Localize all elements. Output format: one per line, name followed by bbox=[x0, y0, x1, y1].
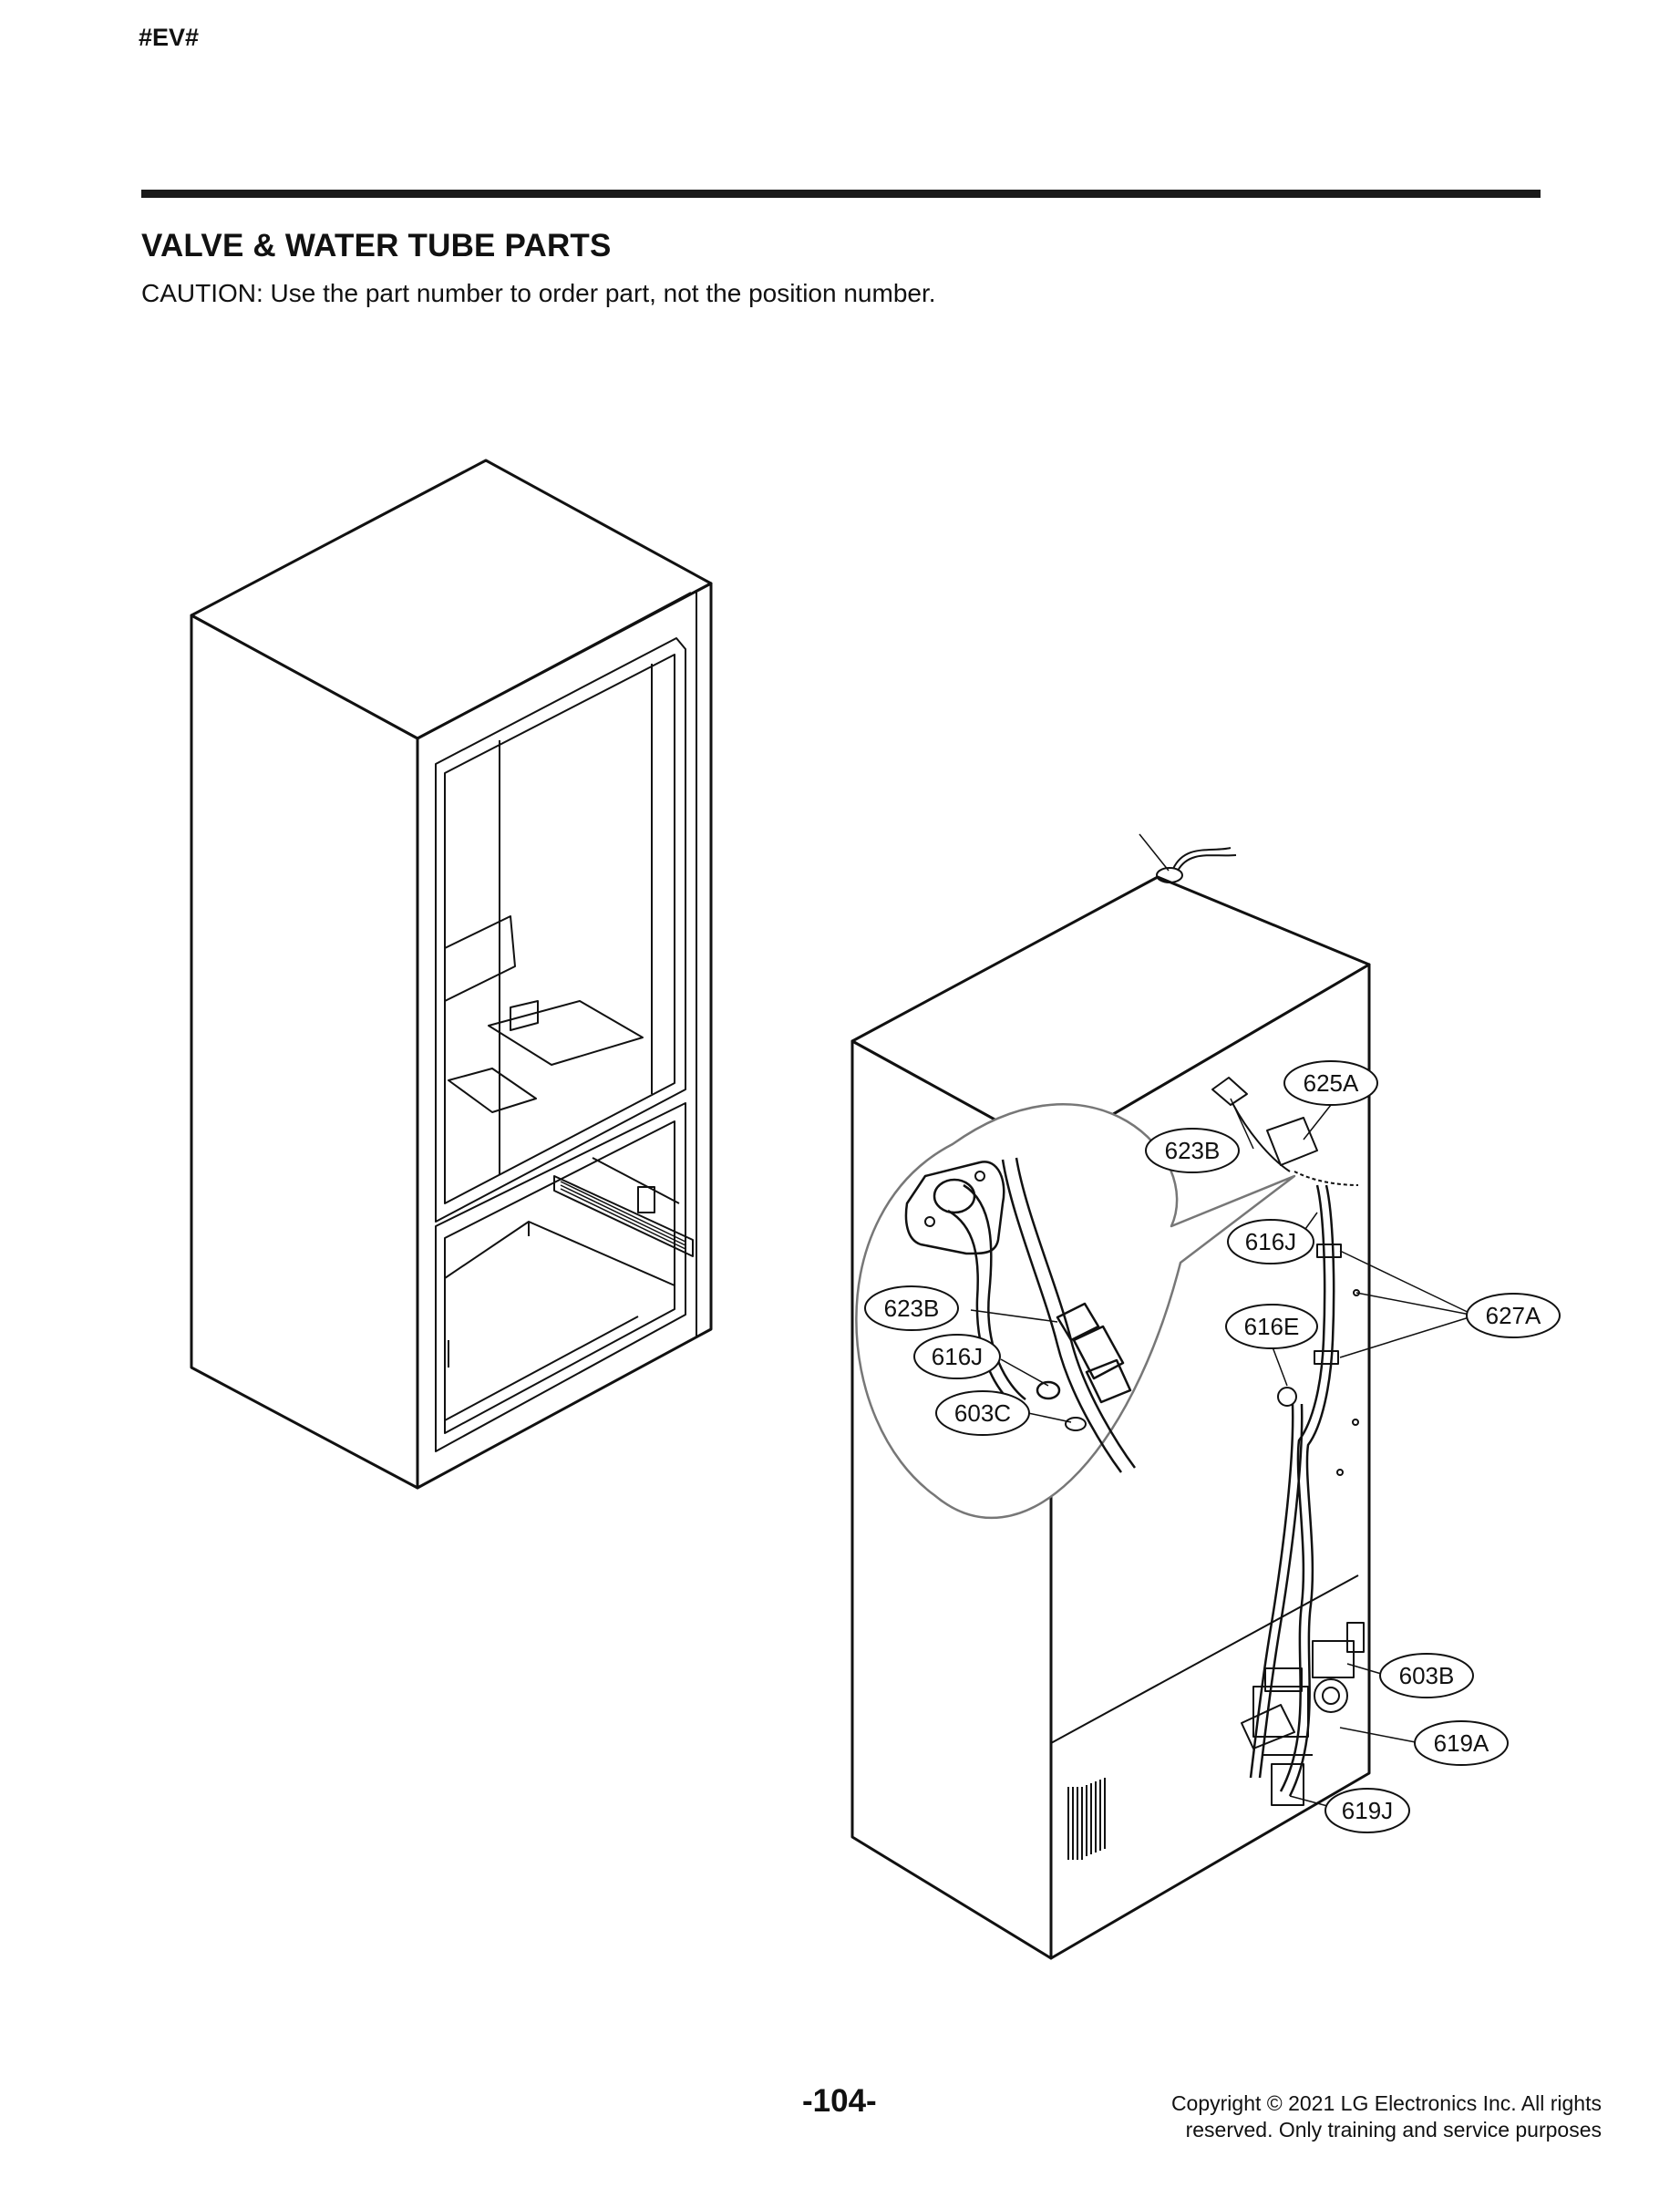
svg-text:625A: 625A bbox=[1304, 1069, 1359, 1097]
callout-603B: 603B bbox=[1379, 1653, 1474, 1698]
callout-623B-main: 623B bbox=[1145, 1128, 1240, 1173]
svg-text:603B: 603B bbox=[1399, 1662, 1455, 1689]
callout-616J-main: 616J bbox=[1227, 1219, 1314, 1264]
svg-text:619A: 619A bbox=[1434, 1729, 1489, 1757]
svg-text:616J: 616J bbox=[932, 1343, 983, 1370]
svg-text:627A: 627A bbox=[1486, 1302, 1541, 1329]
callout-616J-detail: 616J bbox=[913, 1334, 1001, 1379]
front-cabinet-drawing bbox=[190, 459, 713, 1490]
callout-603C: 603C bbox=[935, 1390, 1030, 1436]
callout-619A: 619A bbox=[1414, 1720, 1509, 1766]
section-title: VALVE & WATER TUBE PARTS bbox=[141, 228, 612, 263]
svg-text:603C: 603C bbox=[954, 1399, 1011, 1427]
svg-text:619J: 619J bbox=[1342, 1797, 1393, 1824]
callout-623B-detail: 623B bbox=[864, 1285, 959, 1331]
callout-627A: 627A bbox=[1466, 1293, 1561, 1338]
page-number: -104- bbox=[802, 2083, 877, 2119]
copyright-line-2: reserved. Only training and service purp… bbox=[1185, 2118, 1602, 2142]
callout-619J: 619J bbox=[1324, 1788, 1410, 1833]
callout-616E: 616E bbox=[1225, 1304, 1318, 1349]
header-rule bbox=[141, 190, 1541, 198]
copyright-line-1: Copyright © 2021 LG Electronics Inc. All… bbox=[1170, 2091, 1602, 2115]
leader-lines bbox=[970, 1098, 1476, 1811]
copyright-notice: Copyright © 2021 LG Electronics Inc. All… bbox=[1171, 2090, 1602, 2143]
callout-625A: 625A bbox=[1283, 1060, 1378, 1106]
svg-text:623B: 623B bbox=[884, 1295, 940, 1322]
caution-note: CAUTION: Use the part number to order pa… bbox=[141, 279, 936, 307]
page-code: #EV# bbox=[139, 24, 200, 51]
svg-text:623B: 623B bbox=[1165, 1137, 1221, 1164]
svg-text:616E: 616E bbox=[1244, 1313, 1300, 1340]
svg-text:616J: 616J bbox=[1245, 1228, 1296, 1255]
